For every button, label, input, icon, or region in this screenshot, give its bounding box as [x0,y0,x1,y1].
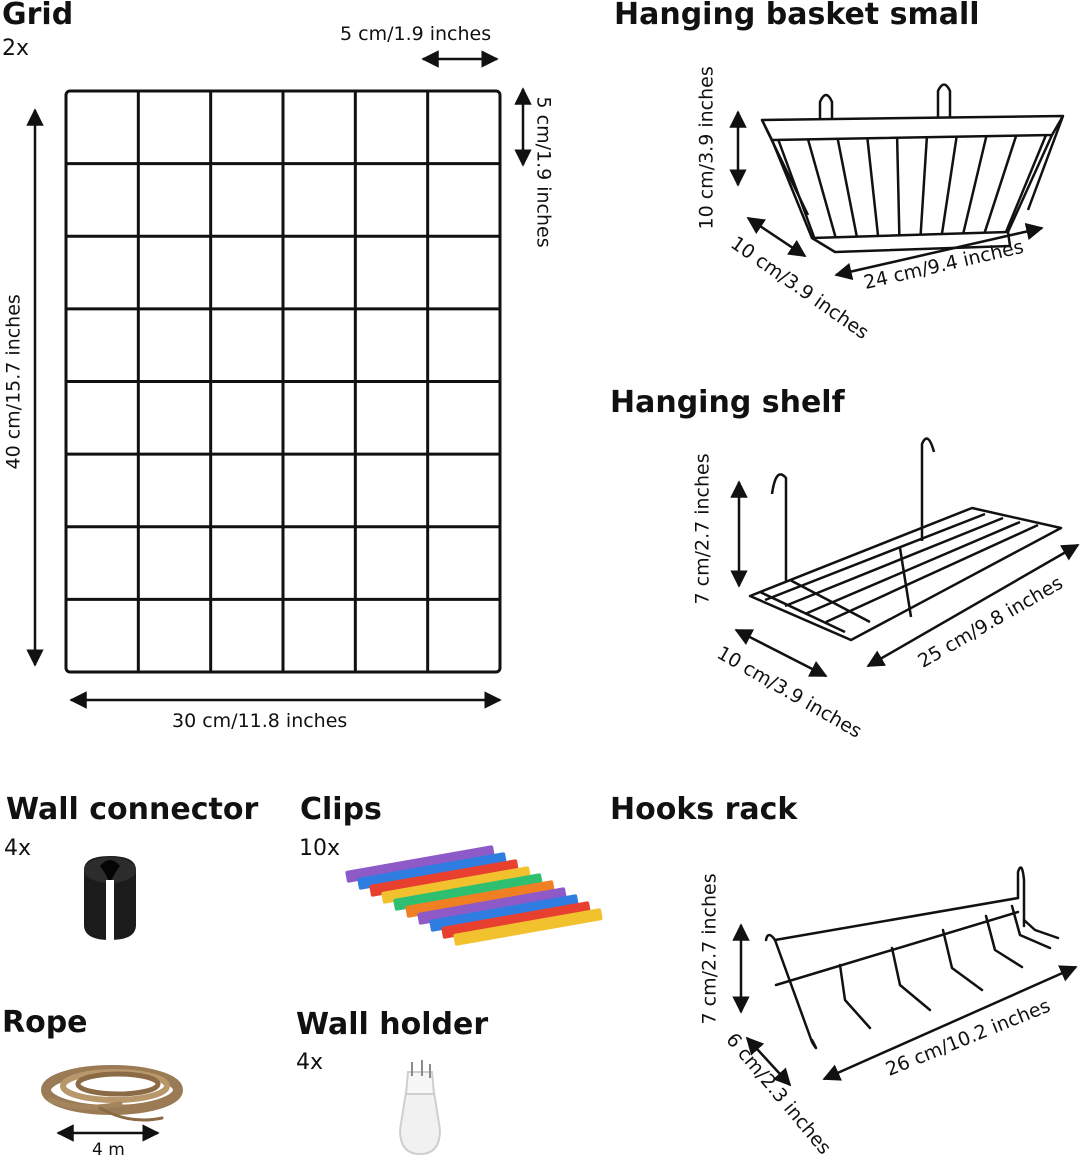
wall-connector-qty: 4x [4,836,32,861]
clip [369,859,519,897]
basket-wire [940,136,958,234]
grid-qty: 2x [2,36,30,61]
rope-drawing [41,1065,183,1122]
grid-height-label: 40 cm/15.7 inches [2,294,25,470]
wall-holder-qty: 4x [296,1050,324,1075]
shelf-dimension-arrows [730,480,1080,678]
rope-length-label: 4 m [92,1140,125,1160]
basket-wire [895,137,901,235]
wall-holder-drawing [398,1060,442,1156]
clips-title: Clips [300,792,382,827]
grid-dimension-arrows [26,50,532,709]
grid-panel-drawing [64,89,502,674]
clip [417,887,567,925]
basket-wire [866,137,880,236]
hooks-dimension-arrows [732,923,1078,1087]
clip [381,866,531,904]
shelf-height-label: 7 cm/2.7 inches [691,453,714,605]
grid-cell-height-label: 5 cm/1.9 inches [532,96,555,248]
wall-connector-title: Wall connector [6,792,259,827]
basket-drawing [760,83,1065,254]
basket-wire [983,135,1018,233]
basket-wire [806,138,837,237]
basket-wire [836,137,858,237]
rope-title: Rope [2,1005,88,1040]
wall-holder-title: Wall holder [296,1007,489,1042]
clips-qty: 10x [299,836,341,861]
clip [405,880,555,918]
basket-wire [919,136,929,235]
clip [393,873,543,911]
grid-cell-width-label: 5 cm/1.9 inches [340,23,492,45]
clip [453,908,603,946]
basket-wire [1004,134,1048,233]
clip [357,852,507,890]
clips-drawing [345,845,603,946]
shelf-title: Hanging shelf [610,385,845,420]
hooks-title: Hooks rack [610,792,798,827]
basket-title: Hanging basket small [614,0,980,32]
clip [345,845,495,883]
basket-height-label: 10 cm/3.9 inches [695,66,718,230]
clip [429,894,579,932]
hooks-height-label: 7 cm/2.7 inches [698,873,721,1025]
basket-wire [776,138,816,238]
basket-wire [962,135,988,234]
grid-width-label: 30 cm/11.8 inches [172,710,348,732]
grid-title: Grid [2,0,74,32]
wall-connector-drawing [84,856,136,940]
basket-dimension-arrows [729,110,1044,281]
clip [441,901,591,939]
